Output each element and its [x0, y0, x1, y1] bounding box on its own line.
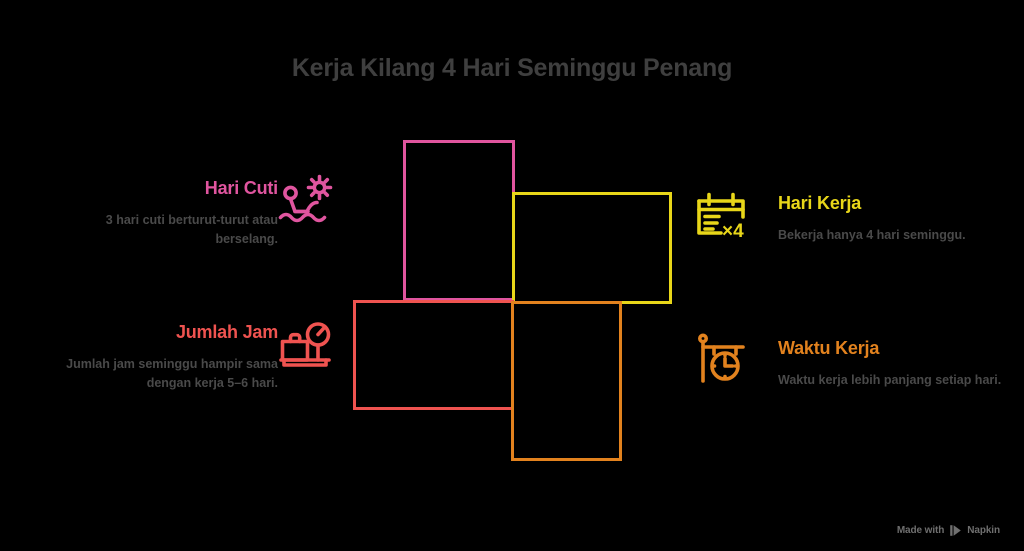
block-hari-cuti: Hari Cuti 3 hari cuti berturut-turut ata…	[40, 178, 278, 249]
block-jumlah-jam-heading: Jumlah Jam	[175, 322, 278, 342]
block-hari-kerja-body: Bekerja hanya 4 hari seminggu.	[778, 227, 966, 242]
hanging-clock-icon	[692, 331, 752, 391]
beach-holiday-icon	[276, 170, 336, 230]
watermark-prefix: Made with	[896, 525, 945, 536]
calendar-x4-icon: ×4	[692, 186, 752, 246]
briefcase-scale-icon	[276, 316, 336, 376]
block-hari-kerja-heading: Hari Kerja	[778, 193, 862, 213]
block-hari-cuti-body: 3 hari cuti berturut-turut atau berselan…	[105, 212, 278, 246]
calendar-multiplier-label: ×4	[722, 221, 744, 242]
block-waktu-kerja-body: Waktu kerja lebih panjang setiap hari.	[778, 372, 1002, 387]
block-jumlah-jam: Jumlah Jam Jumlah jam seminggu hampir sa…	[40, 322, 278, 393]
red-rectangle	[353, 300, 514, 410]
napkin-watermark: Made with Napkin	[897, 524, 1000, 537]
yellow-rectangle	[512, 192, 672, 304]
watermark-brand: Napkin	[967, 525, 1000, 536]
napkin-logo-icon	[949, 524, 962, 537]
block-waktu-kerja-heading: Waktu Kerja	[778, 338, 880, 358]
orange-rectangle	[511, 301, 622, 461]
page-title: Kerja Kilang 4 Hari Seminggu Penang	[291, 54, 733, 82]
block-hari-kerja: Hari Kerja Bekerja hanya 4 hari seminggu…	[778, 193, 1016, 245]
block-waktu-kerja: Waktu Kerja Waktu kerja lebih panjang se…	[778, 338, 1016, 390]
block-jumlah-jam-body: Jumlah jam seminggu hampir sama dengan k…	[66, 356, 278, 390]
pink-rectangle	[403, 140, 515, 301]
block-hari-cuti-heading: Hari Cuti	[204, 178, 278, 198]
